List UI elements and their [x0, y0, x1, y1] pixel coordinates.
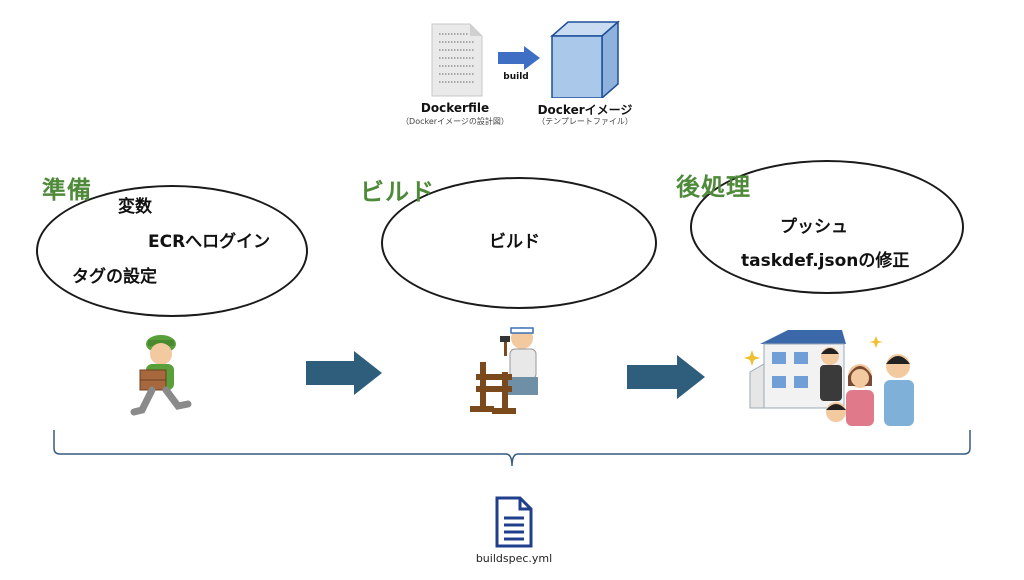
build-arrow-icon: [498, 46, 540, 70]
buildspec-document-icon: [495, 496, 533, 548]
post-item-taskdef-fix: taskdef.jsonの修正: [741, 251, 910, 271]
buildspec-file-label: buildspec.yml: [475, 552, 553, 565]
post-item-push: プッシュ: [780, 217, 848, 237]
family-house-illustration: [744, 330, 914, 426]
dockerfile-label: Dockerfile: [420, 101, 490, 115]
prepare-item-tag-setting: タグの設定: [72, 267, 157, 287]
buildspec-scope-brace: [53, 430, 971, 467]
docker-image-cube-icon: [550, 20, 620, 98]
dockerfile-sublabel: （Dockerイメージの設計図）: [401, 117, 509, 126]
flow-arrow-2-icon: [627, 355, 705, 399]
dockerfile-document-icon: [431, 23, 483, 97]
build-label: build: [503, 72, 529, 82]
post-stage-ellipse: [690, 160, 964, 294]
build-item-build: ビルド: [489, 232, 540, 252]
prepare-item-ecr-login: ECRへログイン: [148, 232, 271, 252]
carpenter-illustration: [470, 327, 538, 414]
prepare-stage-title: 準備: [42, 176, 92, 204]
docker-image-sublabel: （テンプレートファイル）: [537, 117, 633, 126]
flow-arrow-1-icon: [306, 351, 382, 395]
post-stage-title: 後処理: [676, 173, 751, 201]
docker-image-label: Dockerイメージ: [537, 103, 633, 117]
prepare-item-variables: 変数: [118, 197, 152, 217]
delivery-worker-illustration: [130, 335, 192, 416]
prepare-stage-ellipse: [36, 185, 308, 317]
build-stage-ellipse: [381, 177, 657, 309]
build-stage-title: ビルド: [360, 178, 435, 206]
